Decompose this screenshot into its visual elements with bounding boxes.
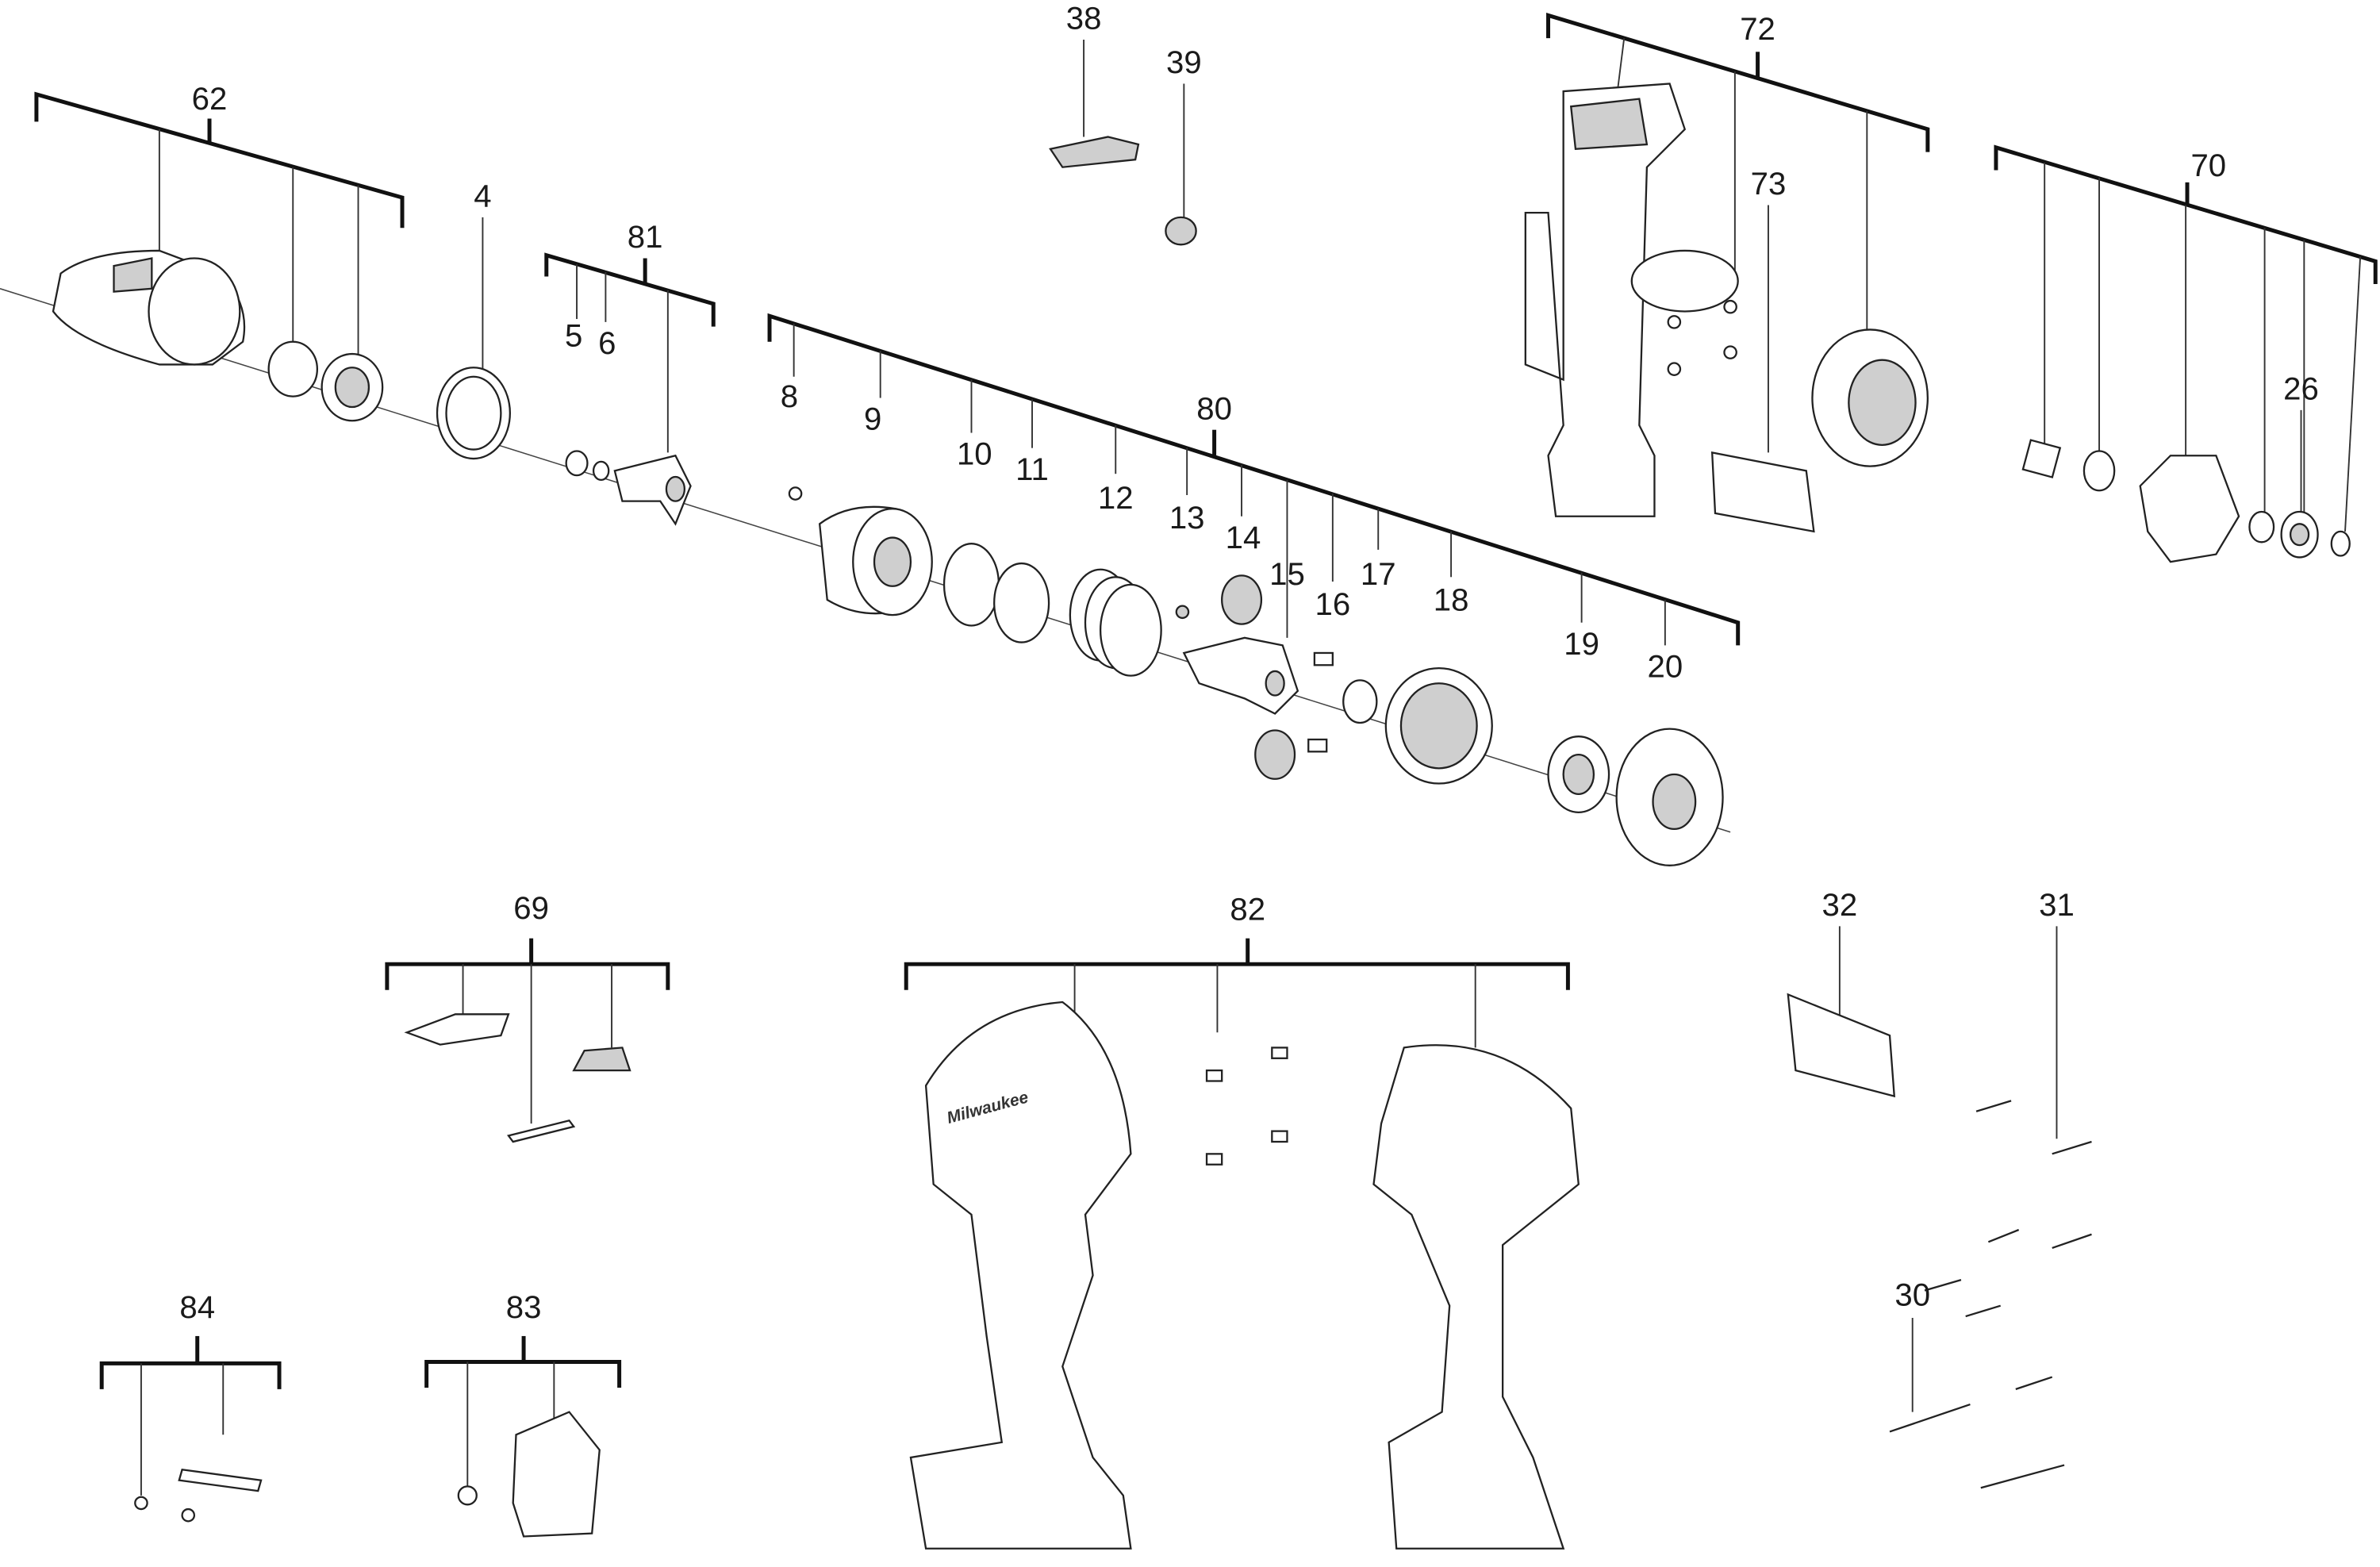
- part-72-stator: [1811, 328, 1929, 467]
- part-19-bearing: [1547, 735, 1610, 813]
- callout-20: 20: [1648, 649, 1683, 685]
- part-17-washer: [1342, 679, 1378, 724]
- part-6-ball: [592, 460, 610, 481]
- part-9-hammer: [818, 505, 933, 616]
- part-8-ball: [788, 486, 803, 501]
- part-72-screws: [1667, 299, 1737, 376]
- callout-32: 32: [1822, 887, 1858, 923]
- part-16-pins: [1307, 651, 1334, 753]
- callout-31: 31: [2039, 887, 2075, 923]
- part-38-button: [1049, 136, 1140, 168]
- callout-13: 13: [1169, 500, 1205, 536]
- single-leaders: [482, 39, 2302, 1412]
- bracket-69: [385, 938, 670, 1124]
- part-30-31-screws: [1889, 1100, 2092, 1489]
- part-15-carrier: [1182, 636, 1299, 715]
- part-69-bumpers: [404, 1013, 631, 1143]
- part-11-washer: [993, 562, 1050, 643]
- part-62-bushing: [321, 352, 384, 422]
- part-13-ball: [1175, 605, 1190, 620]
- callout-5: 5: [565, 317, 582, 353]
- bracket-70: [1994, 144, 2378, 532]
- part-83-belt-clip: [457, 1411, 601, 1538]
- callout-12: 12: [1098, 480, 1134, 516]
- part-82-housing-left: Milwaukee: [909, 1000, 1132, 1550]
- part-18-ring-gear: [1384, 666, 1493, 785]
- callout-26: 26: [2283, 371, 2319, 406]
- callout-9: 9: [864, 401, 881, 437]
- callout-18: 18: [1434, 582, 1469, 617]
- callout-73: 73: [1751, 166, 1787, 202]
- callout-14: 14: [1226, 520, 1261, 555]
- callout-72: 72: [1740, 11, 1775, 47]
- part-12-spring: [1069, 568, 1162, 677]
- part-14-gear: [1221, 574, 1296, 780]
- callout-19: 19: [1564, 626, 1599, 662]
- callout-83: 83: [506, 1289, 542, 1325]
- part-5-ring: [565, 450, 589, 477]
- callout-15: 15: [1269, 556, 1305, 592]
- callout-84: 84: [179, 1289, 215, 1325]
- bracket-80: [767, 313, 1741, 646]
- part-62-retaining-ring: [267, 340, 319, 398]
- part-4-washer: [436, 367, 512, 460]
- callout-39: 39: [1166, 44, 1202, 80]
- callout-8: 8: [781, 378, 798, 414]
- bracket-62: [34, 91, 405, 357]
- part-32-label: [1787, 993, 1896, 1098]
- part-10-ball-race: [942, 543, 1000, 627]
- callout-82: 82: [1230, 892, 1265, 928]
- bracket-72: [1546, 13, 1930, 350]
- callout-17: 17: [1361, 556, 1396, 592]
- callout-30: 30: [1894, 1277, 1930, 1313]
- part-20-gear-case: [1615, 728, 1724, 866]
- callout-16: 16: [1315, 586, 1351, 622]
- callout-38: 38: [1066, 1, 1102, 36]
- part-82-housing-right: [1372, 1044, 1580, 1550]
- part-73-label-plate: [1710, 451, 1815, 533]
- part-62-nose-housing: [52, 249, 246, 366]
- callout-70: 70: [2190, 148, 2226, 183]
- bracket-84: [99, 1335, 282, 1496]
- part-81-anvil: [613, 454, 692, 526]
- part-72-control-board: [1524, 83, 1739, 517]
- part-39-spring: [1165, 216, 1197, 246]
- callout-81: 81: [628, 219, 663, 255]
- bracket-83: [424, 1335, 622, 1488]
- callout-10: 10: [957, 436, 992, 472]
- callout-4: 4: [474, 178, 491, 213]
- part-82-pins: [1205, 1047, 1288, 1166]
- bracket-81: [544, 252, 716, 453]
- callout-80: 80: [1196, 390, 1232, 426]
- part-84-plate-screws: [134, 1469, 263, 1523]
- callout-11: 11: [1015, 451, 1049, 487]
- callout-6: 6: [598, 325, 616, 361]
- part-70-rotor: [2021, 439, 2351, 563]
- callout-69: 69: [513, 890, 549, 926]
- callout-62: 62: [192, 81, 228, 117]
